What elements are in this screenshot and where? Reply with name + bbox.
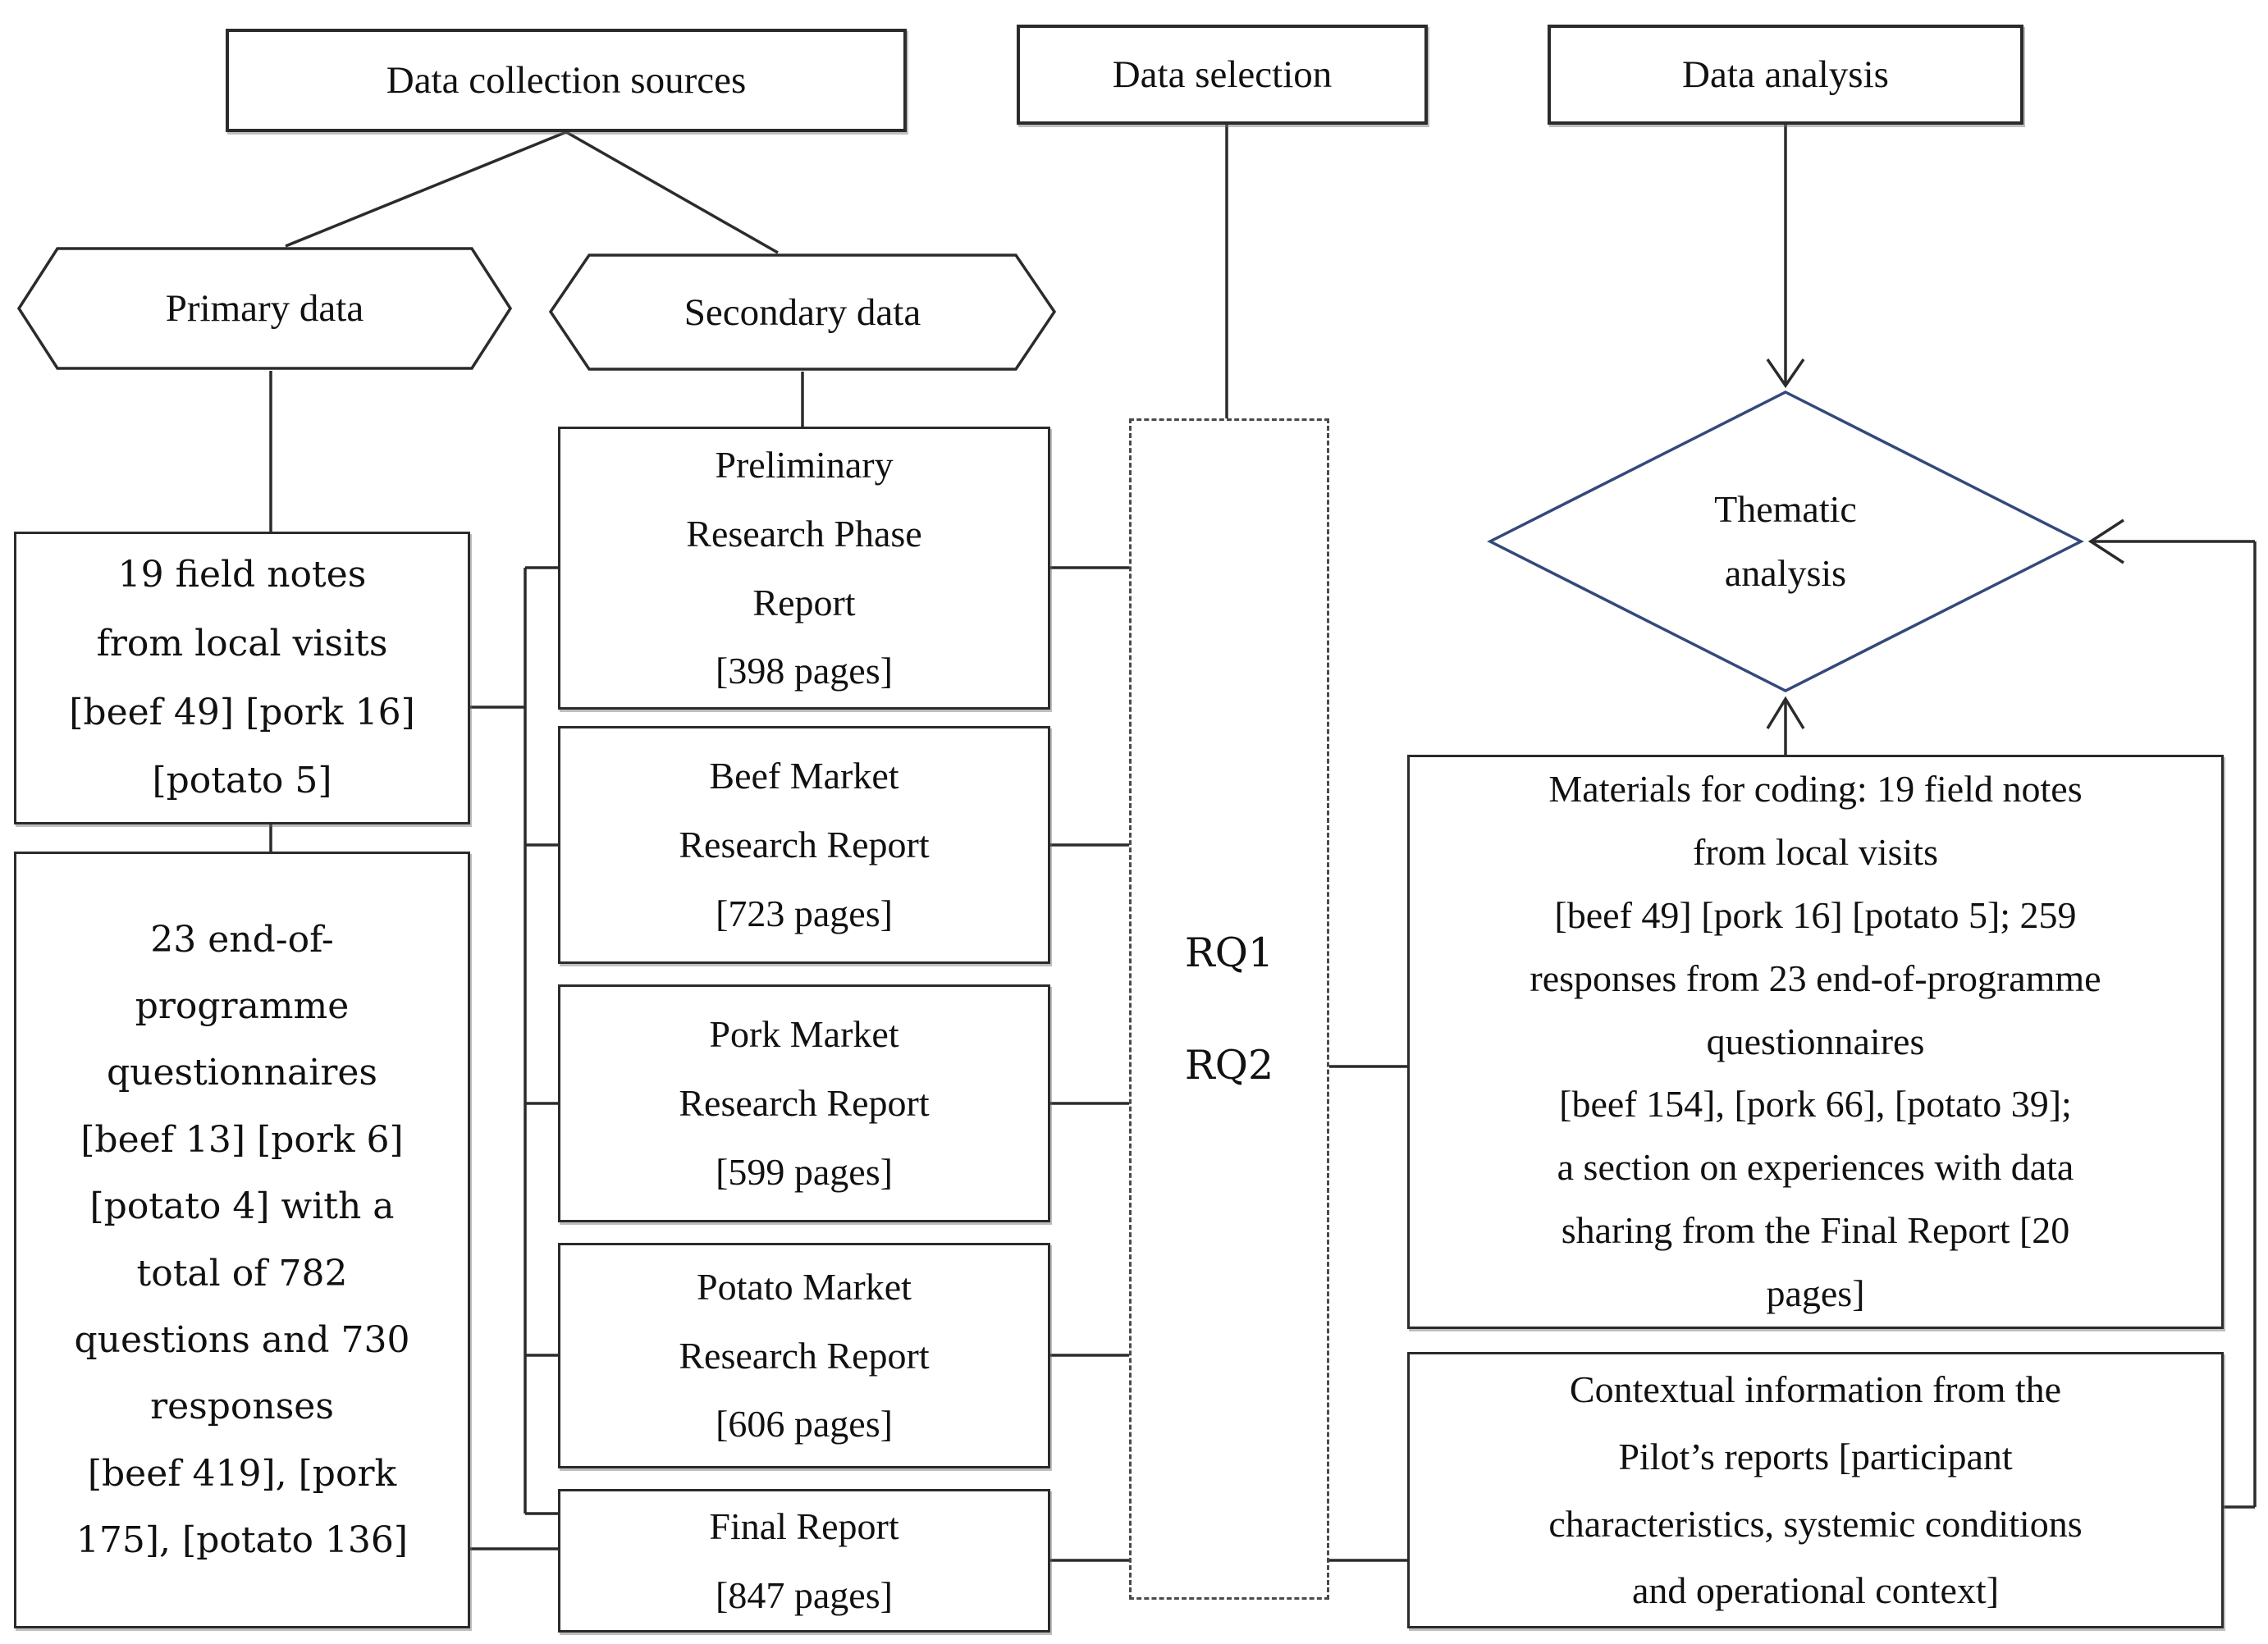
- hexagon-primary-data: Primary data: [16, 246, 513, 371]
- primary-data-label: Primary data: [165, 287, 364, 330]
- materials-for-coding-box: Materials for coding: 19 field notes fro…: [1407, 755, 2224, 1329]
- beef-report-box: Beef Market Research Report [723 pages]: [558, 726, 1050, 964]
- potato-report-box: Potato Market Research Report [606 pages…: [558, 1243, 1050, 1468]
- contextual-information-box: Contextual information from the Pilot’s …: [1407, 1352, 2224, 1628]
- final-report-box: Final Report [847 pages]: [558, 1489, 1050, 1633]
- header-data-collection-sources: Data collection sources: [226, 29, 907, 132]
- header-data-selection: Data selection: [1017, 25, 1428, 125]
- rq2-label: RQ2: [1184, 1042, 1274, 1089]
- field-notes-box: 19 field notes from local visits [beef 4…: [14, 532, 470, 824]
- questionnaires-box: 23 end-of- programme questionnaires [bee…: [14, 852, 470, 1628]
- analysis-down-arrow: [1766, 125, 1805, 389]
- secondary-data-label: Secondary data: [684, 290, 921, 334]
- materials-up-arrow: [1766, 696, 1805, 755]
- feedback-loop-arrow: [2087, 518, 2257, 1509]
- report-spine-connector: [470, 566, 559, 1550]
- report-to-selection-connectors: [1050, 566, 1129, 1562]
- selection-to-analysis-connectors: [1329, 1065, 1407, 1562]
- branch-diagonal-connectors: [285, 130, 779, 254]
- hexagon-shape: [548, 253, 1057, 371]
- pork-report-box: Pork Market Research Report [599 pages]: [558, 984, 1050, 1222]
- thematic-analysis-diamond: [1487, 390, 2084, 692]
- thematic-analysis-label: Thematic analysis: [1714, 487, 1857, 594]
- rq1-label: RQ1: [1184, 929, 1274, 976]
- hexagon-secondary-data: Secondary data: [548, 253, 1057, 372]
- header-data-analysis: Data analysis: [1548, 25, 2023, 125]
- preliminary-report-box: Preliminary Research Phase Report [398 p…: [558, 427, 1050, 710]
- research-questions-selection-box: RQ1 RQ2: [1129, 418, 1329, 1600]
- hexagon-shape: [16, 247, 513, 370]
